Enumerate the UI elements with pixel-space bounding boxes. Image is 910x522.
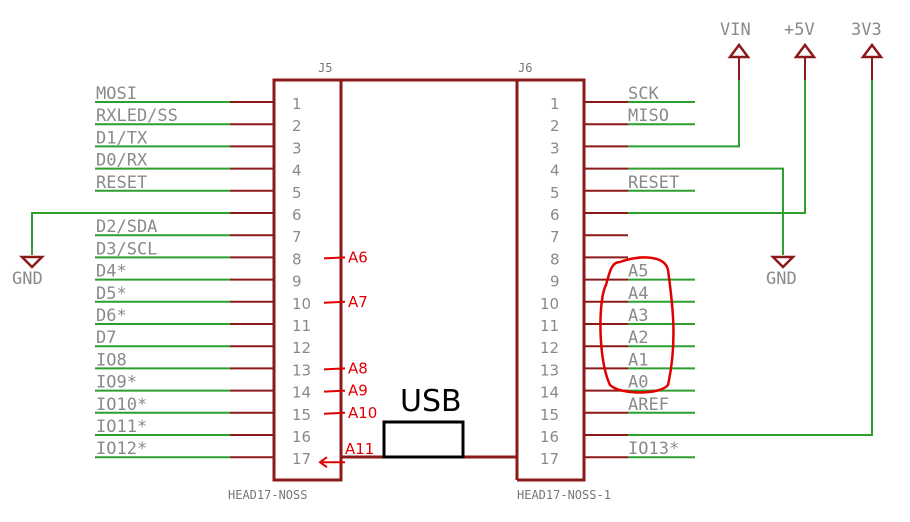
j6-pin-number: 6 [550, 206, 560, 224]
gnd-right-label: GND [766, 269, 797, 289]
j5-net-label: D2/SDA [96, 217, 157, 237]
usb-connector [382, 420, 465, 459]
j5-outline [272, 78, 517, 457]
j6-pin-number: 2 [550, 117, 560, 135]
j5-net-label: IO8 [96, 350, 127, 370]
j5-pin-number: 11 [292, 317, 311, 335]
j6-pin-number: 1 [550, 95, 560, 113]
j5-pin-number: 8 [292, 250, 302, 268]
j5-net-label: D4* [96, 262, 127, 282]
j5-pin-number: 7 [292, 228, 302, 246]
j5-name: J5 [318, 61, 332, 75]
j5-pin-number: 5 [292, 184, 302, 202]
a11-arrowhead [318, 456, 328, 469]
j5-pin-number: 13 [292, 361, 311, 379]
usb-label: USB [400, 384, 462, 419]
annotation-tick [323, 389, 346, 393]
j5-pin-number: 3 [292, 139, 302, 157]
j6-pin-number: 5 [550, 184, 560, 202]
j5-net-label: IO12* [96, 439, 147, 459]
gnd-left-symbol [18, 255, 46, 269]
annotation-tick [323, 256, 346, 260]
5v-label: +5V [784, 20, 815, 40]
j5-pin-number: 14 [292, 384, 311, 402]
j6-pin-number: 4 [550, 162, 560, 180]
vin-label: VIN [720, 20, 751, 40]
annotation-tick [323, 367, 346, 371]
analog-annotation: A9 [348, 382, 368, 400]
5v-wire [628, 80, 806, 214]
j5-pin-number: 17 [292, 450, 311, 468]
annotation-tick [323, 300, 346, 304]
j5-pin-number: 1 [292, 95, 302, 113]
j5-pin-number: 4 [292, 162, 302, 180]
j5-pin-number: 16 [292, 428, 311, 446]
j6-net-label: A5 [628, 262, 648, 282]
j6-net-label: A4 [628, 284, 648, 304]
analog-annotation: A7 [348, 293, 368, 311]
j5-net-label: D5* [96, 284, 127, 304]
j6-part: HEAD17-NOSS-1 [517, 488, 611, 502]
j5-net-label: D1/TX [96, 128, 148, 148]
j6-pin-number: 16 [540, 428, 559, 446]
j5-pin-number: 6 [292, 206, 302, 224]
j5-pin-number: 12 [292, 339, 311, 357]
j6-net-label: RESET [628, 173, 679, 193]
j5-net-label: MOSI [96, 84, 137, 104]
j5-net-label: D7 [96, 328, 116, 348]
j5-net-label: D6* [96, 306, 127, 326]
analog-annotation: A8 [348, 359, 368, 377]
3v3-wire [628, 80, 873, 436]
j5-net-label: IO9* [96, 373, 137, 393]
gnd-right-symbol [769, 255, 797, 269]
gnd-left-label: GND [12, 269, 43, 289]
j5-part: HEAD17-NOSS [228, 488, 307, 502]
j6-pin-number: 13 [540, 361, 559, 379]
5v-symbol [793, 42, 817, 59]
analog-annotation: A10 [348, 404, 377, 422]
j6-net-label: MISO [628, 106, 669, 126]
vin-symbol [727, 42, 751, 59]
analog-annotation: A6 [348, 248, 368, 266]
j6-net-label: A3 [628, 306, 648, 326]
3v3-symbol [860, 42, 884, 59]
gnd-left-wire [31, 212, 230, 255]
j6-pin-number: 8 [550, 250, 560, 268]
j6-pin-number: 15 [540, 406, 559, 424]
gnd-right-wire [628, 167, 784, 255]
j6-name: J6 [518, 61, 532, 75]
j5-net-label: IO10* [96, 395, 147, 415]
j6-pin-number: 7 [550, 228, 560, 246]
analog-annotation: A11 [345, 440, 374, 458]
j5-net-label: RESET [96, 173, 147, 193]
j5-net-label: D0/RX [96, 151, 148, 171]
j6-pin-number: 14 [540, 384, 559, 402]
j6-net-label: AREF [628, 395, 669, 415]
j6-pin-number: 9 [550, 273, 560, 291]
j5-net-label: IO11* [96, 417, 147, 437]
annotation-tick [323, 411, 346, 415]
j5-pin-number: 2 [292, 117, 302, 135]
j6-pin-number: 11 [540, 317, 559, 335]
j6-pin-number: 10 [540, 295, 559, 313]
j5-bottom [272, 457, 343, 482]
j5-net-label: D3/SCL [96, 239, 157, 259]
highlight-circle [599, 256, 675, 394]
j6-net-label: A0 [628, 373, 648, 393]
j5-pin-number: 10 [292, 295, 311, 313]
j5-pin-number: 15 [292, 406, 311, 424]
vin-wire [628, 80, 740, 148]
j6-net-label: SCK [628, 84, 659, 104]
j6-pin-number: 17 [540, 450, 559, 468]
j5-net-label: RXLED/SS [96, 106, 178, 126]
3v3-label: 3V3 [851, 20, 882, 40]
j5-pin-number: 9 [292, 273, 302, 291]
j6-pin-number: 12 [540, 339, 559, 357]
j6-net-label: A1 [628, 350, 648, 370]
j6-pin-number: 3 [550, 139, 560, 157]
j6-net-label: IO13* [628, 439, 679, 459]
j6-net-label: A2 [628, 328, 648, 348]
